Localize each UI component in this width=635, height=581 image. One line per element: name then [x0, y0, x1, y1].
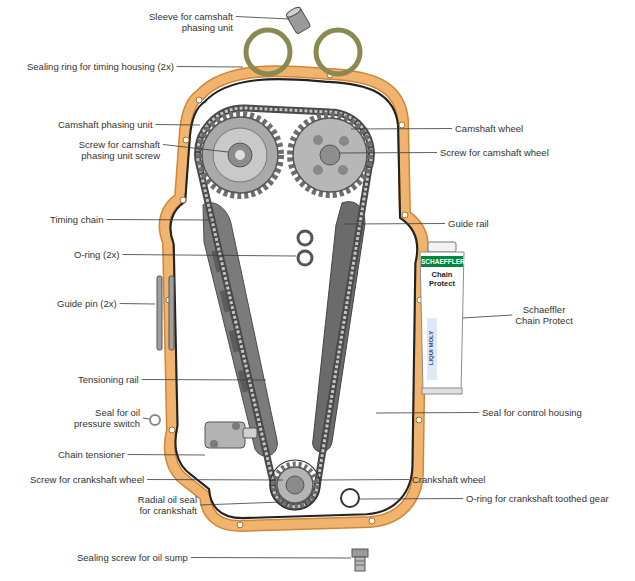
timing-chain-links: [198, 108, 372, 507]
leader-line: [156, 124, 200, 126]
part-label: Tensioning rail: [78, 374, 139, 385]
part-label: Sleeve for camshaft phasing unit: [133, 11, 233, 33]
guide-pins: [157, 276, 174, 350]
oil-pressure-switch-seal: [150, 415, 160, 425]
crankshaft-gear-o-ring: [341, 489, 359, 507]
part-label: Camshaft phasing unit: [58, 119, 153, 130]
leader-line: [351, 128, 452, 130]
part-label: O-ring (2x): [74, 249, 119, 260]
part-label: Seal for oil pressure switch: [60, 407, 140, 429]
leader-line: [339, 152, 437, 154]
timing-housing-gasket: [165, 71, 423, 526]
part-label: Guide rail: [448, 218, 489, 229]
oil-sump-sealing-screw: [352, 549, 368, 571]
timing-chain: [198, 108, 372, 507]
leader-line: [236, 17, 289, 20]
leader-line: [318, 479, 409, 481]
leader-line: [463, 315, 512, 318]
part-label: Camshaft wheel: [455, 123, 523, 134]
leader-line: [142, 379, 266, 381]
part-label: Schaeffler Chain Protect: [512, 304, 576, 326]
leader-line: [191, 557, 351, 559]
part-label: Screw for crankshaft wheel: [30, 474, 144, 485]
leader-line: [177, 66, 243, 68]
leader-line: [376, 412, 479, 414]
part-label: Chain tensioner: [58, 449, 125, 460]
leader-line: [128, 454, 205, 456]
chain-tensioner: [205, 422, 257, 448]
leader-line: [107, 219, 212, 221]
tube-print: LIQUI MOLY: [427, 323, 435, 373]
camshaft-phasing-unit: [199, 114, 281, 196]
o-rings: [298, 231, 312, 265]
leader-line: [345, 223, 445, 225]
tube-print: SCHAEFFLER: [421, 257, 463, 266]
part-label: Timing chain: [50, 214, 104, 225]
leader-line: [360, 498, 463, 500]
part-label: Screw for camshaft wheel: [440, 147, 549, 158]
leader-line: [200, 502, 282, 505]
part-label: Sealing ring for timing housing (2x): [27, 61, 174, 72]
leader-line: [163, 145, 228, 153]
part-label: Sealing screw for oil sump: [77, 552, 188, 563]
timing-housing-sealing-rings: [246, 30, 360, 74]
part-label: O-ring for crankshaft toothed gear: [466, 493, 609, 504]
gasket-bolt-holes: [166, 72, 423, 528]
part-label: Screw for camshaft phasing unit screw: [60, 139, 160, 161]
leader-line: [147, 479, 283, 481]
part-label: Radial oil seal for crankshaft: [129, 494, 197, 516]
part-label: Crankshaft wheel: [412, 474, 485, 485]
leader-line: [143, 418, 149, 419]
camshaft-phasing-sleeve: [285, 6, 311, 35]
leader-line: [120, 303, 155, 305]
camshaft-wheel: [290, 115, 370, 195]
part-label: Seal for control housing: [482, 407, 582, 418]
timing-housing-gasket-face: [165, 71, 423, 526]
tube-print: Chain Protect: [421, 270, 463, 288]
crankshaft-wheel: [274, 464, 316, 506]
control-housing-seal: [170, 79, 417, 518]
chain-protect-tube: [420, 242, 464, 394]
part-label: Guide pin (2x): [57, 298, 117, 309]
leader-line: [122, 255, 296, 257]
